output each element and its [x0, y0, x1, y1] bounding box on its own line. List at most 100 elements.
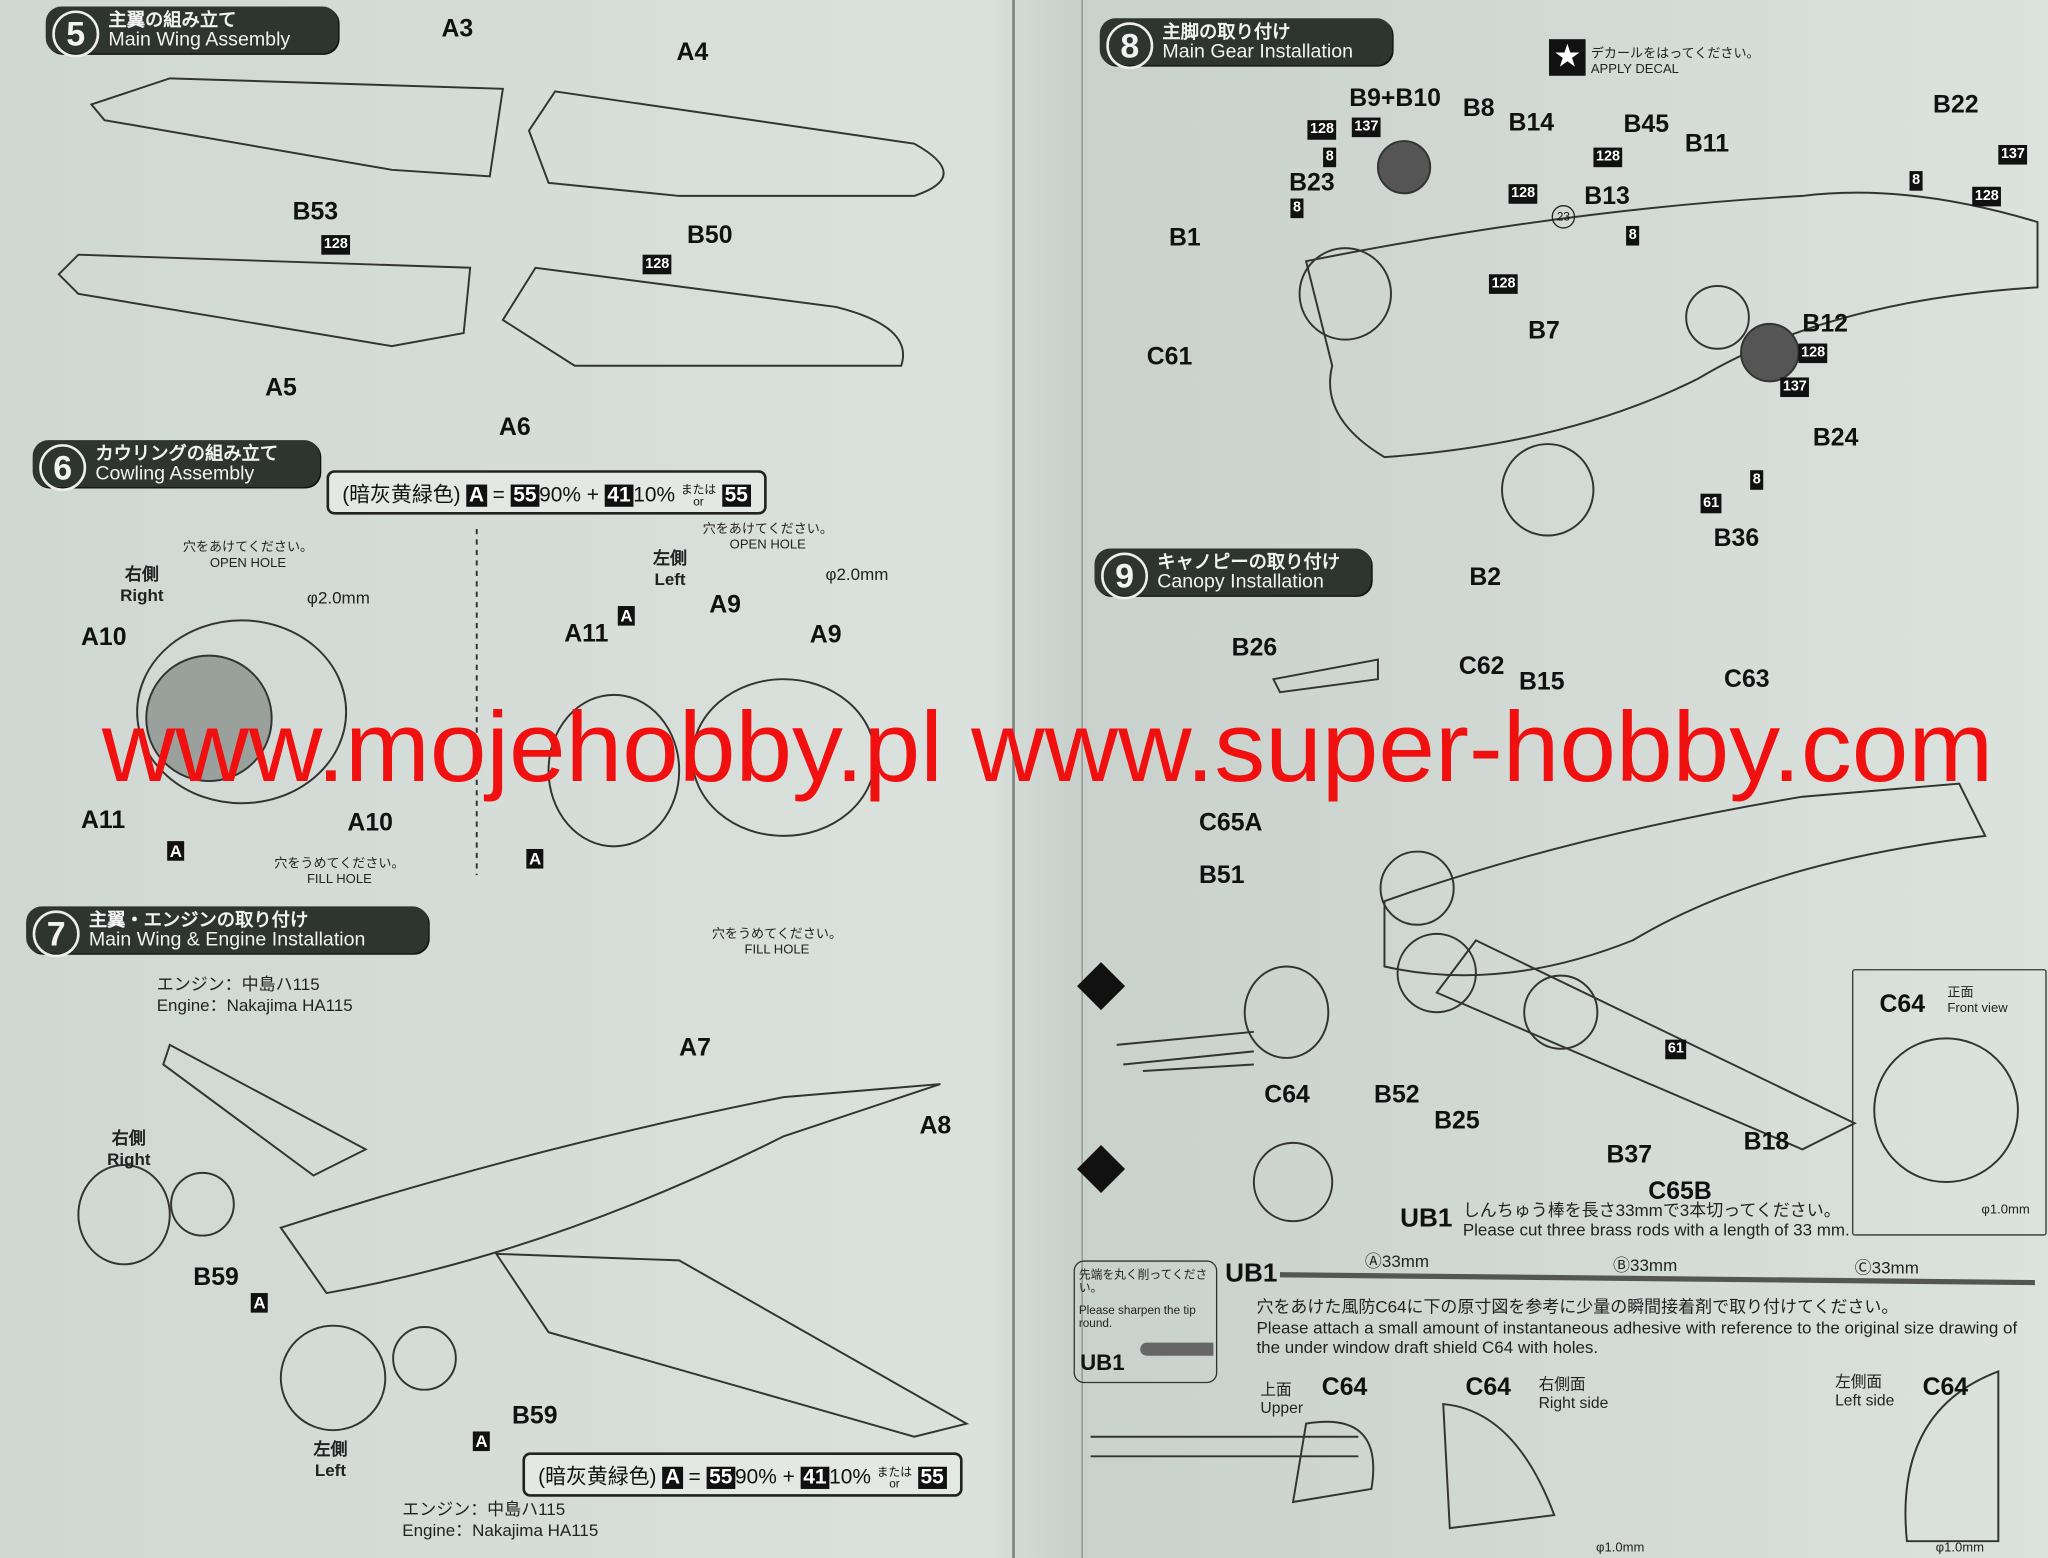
part-label: B37 [1606, 1141, 1653, 1169]
view-jp: 上面 [1260, 1380, 1292, 1399]
note-jp: 穴をあけた風防C64に下の原寸図を参考に少量の瞬間接着剤で取り付けてください。 [1256, 1296, 1899, 1317]
part-label: C64 [1321, 1374, 1368, 1402]
cowling-opening [145, 654, 273, 783]
side-en: Left [314, 1460, 347, 1481]
part-label: B1 [1168, 224, 1201, 253]
c64-left-drawing [1904, 1369, 2000, 1543]
part-label: B52 [1374, 1081, 1420, 1109]
part-label: B7 [1528, 317, 1560, 345]
paint-code: 41 [800, 1466, 830, 1489]
side-jp: 右側 [124, 564, 159, 584]
color-code: 128 [1488, 274, 1519, 294]
step-number: 9 [1101, 552, 1149, 600]
aircraft-step8 [1304, 191, 2039, 459]
part-label: B59 [193, 1264, 239, 1292]
rod-b-length: Ⓑ33mm [1613, 1255, 1678, 1275]
ub1-rod [1279, 1272, 2035, 1286]
step-title-en: Canopy Installation [1157, 570, 1324, 593]
color-code: 8 [1290, 198, 1304, 219]
part-tag: A [250, 1293, 269, 1313]
color-code: 128 [1593, 147, 1623, 168]
color-code: 128 [1798, 343, 1828, 364]
engine [1523, 974, 1599, 1050]
part-tag: A [617, 606, 636, 626]
watermark-text: www.mojehobby.pl www.super-hobby.com [101, 692, 1993, 803]
part-label: C63 [1724, 666, 1770, 694]
c64-part [1252, 1141, 1334, 1223]
color-code: 128 [321, 235, 351, 255]
part-label: A10 [80, 624, 127, 652]
part-label: A6 [498, 414, 531, 442]
paint-percent: 90% [539, 484, 581, 507]
part-label: B51 [1198, 862, 1245, 890]
color-code: 137 [1780, 377, 1810, 398]
part-label: C65B [1648, 1178, 1712, 1206]
part-label: B11 [1684, 130, 1730, 159]
wing [1435, 939, 1857, 1151]
part-label: C62 [1458, 653, 1505, 681]
part-label: B13 [1584, 182, 1630, 211]
step-title-en: Main Gear Installation [1162, 40, 1353, 63]
part-label: B14 [1508, 109, 1555, 138]
part-label: C64 [1879, 991, 1926, 1019]
or-en: or [693, 494, 704, 508]
part-label: A10 [347, 809, 393, 838]
color-code: 137 [1351, 117, 1382, 138]
fill-hole-note-right: 穴をうめてください。FILL HOLE [274, 857, 404, 887]
wheel [1685, 285, 1750, 350]
attach-instruction: 穴をあけた風防C64に下の原寸図を参考に少量の瞬間接着剤で取り付けてください。P… [1256, 1297, 2040, 1358]
engine-left [392, 1326, 457, 1391]
cowling-ring [547, 693, 681, 848]
color-code: 8 [1626, 225, 1640, 246]
hole-diameter: φ1.0mm [1935, 1541, 1985, 1556]
side-jp: 左側 [313, 1439, 348, 1459]
color-code: 8 [1750, 470, 1764, 490]
part-label: A3 [441, 15, 474, 44]
note-en: Please attach a small amount of instanta… [1256, 1317, 2018, 1358]
b26-part [1271, 658, 1379, 694]
plus: + [782, 1466, 795, 1489]
wheel [1740, 322, 1800, 383]
part-label: B2 [1469, 564, 1502, 592]
part-label: B8 [1462, 95, 1495, 123]
engine [1379, 850, 1455, 926]
side-en: Left [654, 569, 686, 590]
rod-tip-icon [1140, 1342, 1214, 1356]
step-number: 7 [32, 910, 80, 958]
rod-a-length: Ⓐ33mm [1364, 1251, 1430, 1271]
side-en: Right [120, 585, 164, 606]
step-8-header: 8 主脚の取り付け Main Gear Installation [1099, 18, 1393, 70]
hole-diameter: φ1.0mm [1596, 1541, 1645, 1556]
part-tag: A [472, 1431, 491, 1452]
plus: + [586, 484, 599, 507]
side-jp: 右側 [111, 1128, 146, 1149]
step-6-header: 6 カウリングの組み立て Cowling Assembly [32, 440, 320, 492]
step-5-header: 5 主翼の組み立て Main Wing Assembly [45, 6, 339, 58]
ub1-label: UB1 [1400, 1204, 1453, 1233]
step-9-header: 9 キャノピーの取り付け Canopy Installation [1094, 548, 1372, 600]
or-en: or [889, 1476, 900, 1490]
engine-jp: エンジン：中島ハ115 [156, 974, 320, 994]
engine-jp: エンジン：中島ハ115 [402, 1499, 566, 1519]
part-label: B15 [1518, 668, 1565, 697]
c64-part [1243, 965, 1330, 1059]
part-label: B45 [1623, 111, 1670, 139]
view-jp: 左側面 [1835, 1372, 1883, 1391]
c64-upper-drawing [1291, 1420, 1375, 1504]
decal-number: 23 [1551, 205, 1576, 229]
step-title-en: Main Wing Assembly [108, 28, 291, 51]
step-number: 8 [1106, 22, 1154, 70]
note-en: FILL HOLE [306, 871, 372, 887]
cowling-right [136, 619, 348, 805]
hole-diameter: φ2.0mm [825, 564, 889, 584]
note-en: OPEN HOLE [729, 537, 806, 552]
part-label: B18 [1743, 1128, 1790, 1156]
part-label: B22 [1933, 91, 1979, 119]
fuselage-step7 [279, 1083, 941, 1295]
